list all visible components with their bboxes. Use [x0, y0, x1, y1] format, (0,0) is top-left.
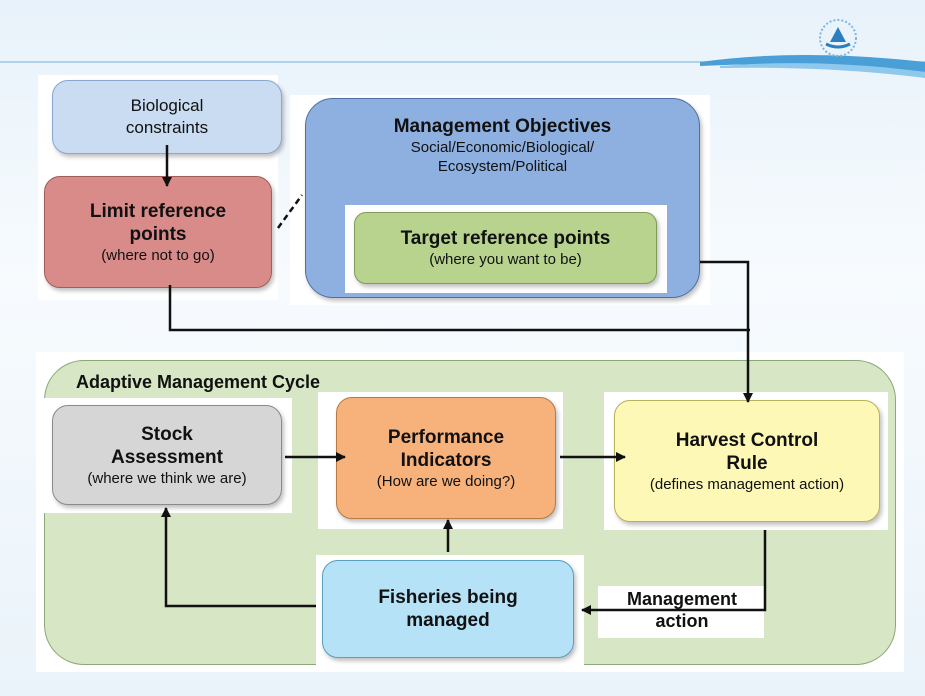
fisheries-being-managed-box: Fisheries being managed: [322, 560, 574, 658]
stock-assessment-line2: Assessment: [111, 446, 223, 468]
performance-indicators-line1: Performance: [387, 426, 505, 448]
fisheries-line1: Fisheries being: [378, 587, 518, 608]
management-action-line2: action: [655, 611, 709, 631]
harvest-control-sub: (defines management action): [649, 475, 845, 493]
target-reference-points-box: Target reference points (where you want …: [354, 212, 657, 284]
harvest-control-line2: Rule: [726, 452, 768, 474]
header-wave: [0, 55, 925, 78]
harvest-control-line1: Harvest Control: [675, 429, 819, 451]
harvest-control-rule-box: Harvest Control Rule (defines management…: [614, 400, 880, 522]
management-action-label: Management action: [602, 588, 762, 632]
target-reference-sub: (where you want to be): [429, 251, 582, 268]
stock-assessment-line1: Stock: [141, 423, 193, 445]
boat-logo-icon: [817, 17, 859, 59]
performance-indicators-line2: Indicators: [400, 449, 492, 471]
limit-reference-line2: points: [129, 223, 187, 245]
management-objectives-title: Management Objectives: [393, 116, 612, 137]
biological-constraints-line1: Biological: [130, 96, 204, 115]
fisheries-line2: managed: [406, 610, 490, 631]
performance-indicators-sub: (How are we doing?): [376, 472, 516, 490]
management-action-line1: Management: [626, 589, 738, 609]
target-reference-title: Target reference points: [400, 228, 611, 249]
limit-reference-sub: (where not to go): [101, 246, 215, 264]
biological-constraints-line2: constraints: [125, 118, 209, 137]
management-objectives-line1: Social/Economic/Biological/: [410, 139, 595, 156]
stock-assessment-sub: (where we think we are): [87, 469, 247, 487]
biological-constraints-box: Biological constraints: [52, 80, 282, 154]
stock-assessment-box: Stock Assessment (where we think we are): [52, 405, 282, 505]
limit-reference-line1: Limit reference: [89, 200, 227, 222]
adaptive-cycle-title: Adaptive Management Cycle: [76, 372, 321, 392]
performance-indicators-box: Performance Indicators (How are we doing…: [336, 397, 556, 519]
management-objectives-line2: Ecosystem/Political: [437, 158, 568, 175]
limit-reference-points-box: Limit reference points (where not to go): [44, 176, 272, 288]
